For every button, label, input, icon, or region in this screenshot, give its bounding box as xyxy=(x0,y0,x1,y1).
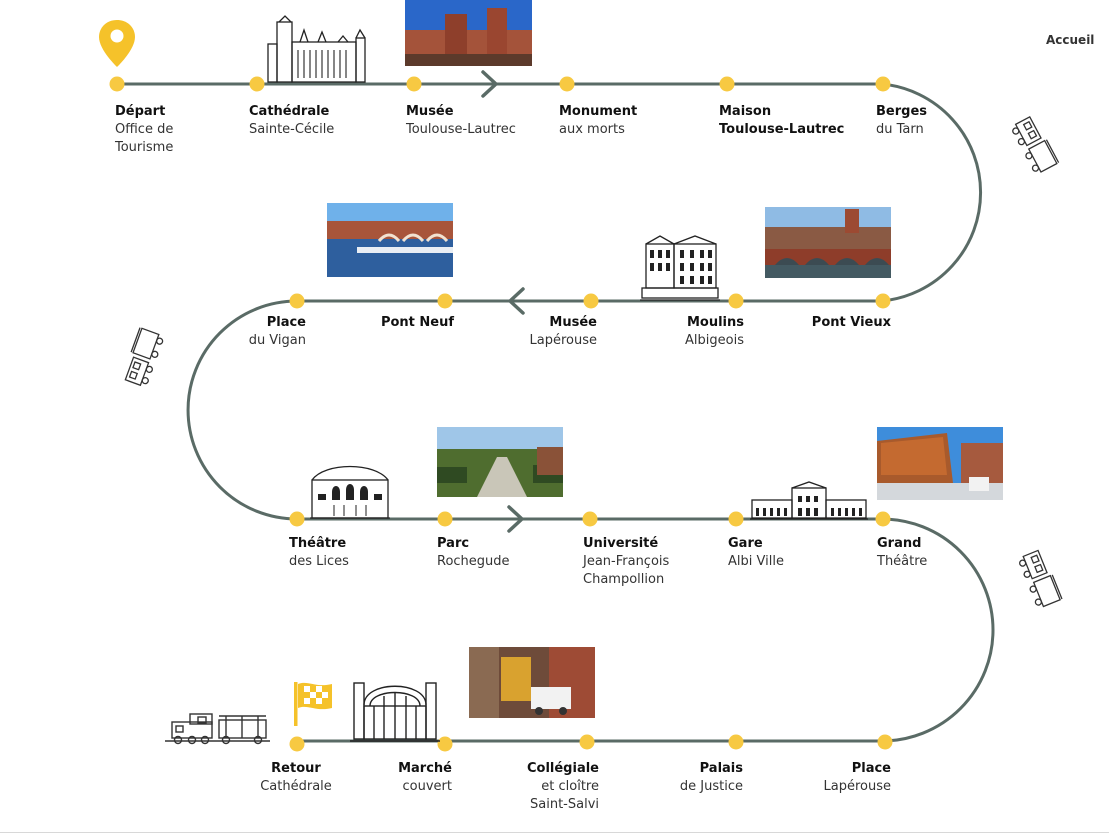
stop-label-moulins[interactable]: Moulins Albigeois xyxy=(685,315,744,348)
stop-dot xyxy=(437,736,453,752)
stop-label-place-vigan[interactable]: Place du Vigan xyxy=(248,315,306,348)
cathedral-icon xyxy=(267,15,366,83)
stop-label-monument[interactable]: Monument aux morts xyxy=(559,104,638,137)
tourist-train-icon xyxy=(1019,549,1063,608)
stop-label-cathedrale[interactable]: Cathédrale Sainte-Cécile xyxy=(249,104,335,137)
photo-collegiale-saint-salvi xyxy=(469,647,595,718)
tourist-train-icon xyxy=(1012,115,1060,173)
footer-divider xyxy=(0,832,1109,833)
stop-label-retour[interactable]: Retour Cathédrale xyxy=(260,761,332,794)
tourist-train-icon xyxy=(124,327,164,387)
photo-musee-toulouse-lautrec xyxy=(405,0,532,66)
stop-dot xyxy=(406,76,422,92)
photo-pont-vieux xyxy=(765,207,891,278)
route-track xyxy=(115,82,995,743)
stop-dot xyxy=(579,734,595,750)
stop-dot xyxy=(728,511,744,527)
stop-label-pont-vieux[interactable]: Pont Vieux xyxy=(811,315,891,330)
stop-dot xyxy=(875,511,891,527)
stop-dot xyxy=(249,76,265,92)
chevron-right-icon xyxy=(481,70,498,98)
stop-dot xyxy=(437,511,453,527)
stop-dot xyxy=(583,293,599,309)
stop-dot xyxy=(877,734,893,750)
stop-dot xyxy=(582,511,598,527)
stop-dot xyxy=(728,293,744,309)
stop-label-berges[interactable]: Berges du Tarn xyxy=(876,104,927,137)
stop-dots xyxy=(109,76,893,752)
stop-label-pont-neuf[interactable]: Pont Neuf xyxy=(380,315,454,330)
stop-label-palais[interactable]: Palais de Justice xyxy=(679,761,743,794)
stop-dot xyxy=(875,76,891,92)
home-link[interactable]: Accueil xyxy=(1046,33,1095,47)
stop-dot xyxy=(289,736,305,752)
stop-dot xyxy=(437,293,453,309)
stop-label-collegiale[interactable]: Collégiale et cloître Saint-Salvi xyxy=(526,761,599,812)
moulins-building-icon xyxy=(640,235,720,301)
train-station-icon xyxy=(750,481,868,520)
stop-label-universite[interactable]: Université Jean-François Champollion xyxy=(583,536,670,587)
stop-label-grand-theatre[interactable]: Grand Théâtre xyxy=(877,536,928,569)
stop-dot xyxy=(109,76,125,92)
tourist-train-icon xyxy=(165,713,270,745)
map-pin-icon xyxy=(99,20,135,67)
stop-dot xyxy=(289,511,305,527)
chevron-right-icon xyxy=(507,505,524,533)
stop-label-parc[interactable]: Parc Rochegude xyxy=(437,536,510,569)
stop-dot xyxy=(875,293,891,309)
stop-label-depart[interactable]: Départ Office de Tourisme xyxy=(115,104,174,155)
stop-dot xyxy=(728,734,744,750)
checkered-flag-icon xyxy=(294,682,332,726)
chevron-left-icon xyxy=(508,287,525,315)
covered-market-icon xyxy=(350,682,440,742)
stop-label-place-laperouse[interactable]: Place Lapérouse xyxy=(823,761,891,794)
stop-label-marche[interactable]: Marché couvert xyxy=(398,761,452,794)
stop-dot xyxy=(559,76,575,92)
photo-parc-rochegude xyxy=(437,427,563,497)
stop-label-theatre-lices[interactable]: Théâtre des Lices xyxy=(289,536,349,569)
stop-label-maison-toulouse-lautrec[interactable]: Maison Toulouse-Lautrec xyxy=(719,104,845,137)
photo-grand-theatre xyxy=(877,427,1003,500)
stop-dot xyxy=(719,76,735,92)
stop-label-gare[interactable]: Gare Albi Ville xyxy=(728,536,784,569)
stop-label-musee-laperouse[interactable]: Musée Lapérouse xyxy=(529,315,597,348)
stop-label-musee-toulouse-lautrec[interactable]: Musée Toulouse-Lautrec xyxy=(406,104,516,137)
photo-pont-neuf xyxy=(327,203,453,277)
stop-dot xyxy=(289,293,305,309)
theatre-building-icon xyxy=(310,465,390,519)
